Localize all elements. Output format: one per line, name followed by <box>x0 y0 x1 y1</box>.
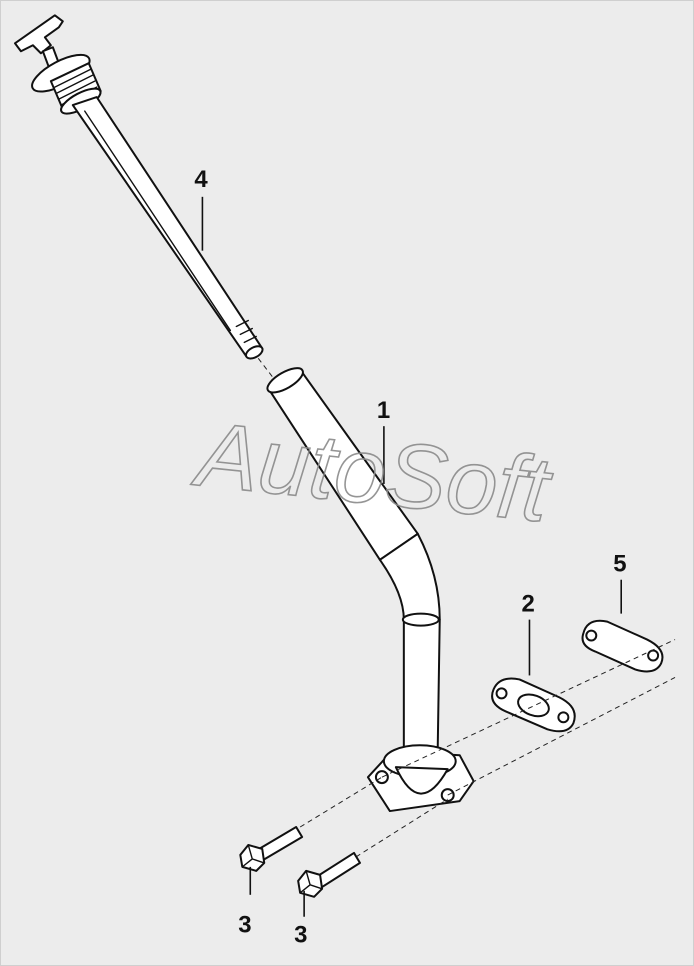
bolt-guide-line-left <box>299 776 383 828</box>
cover-plate-part[interactable] <box>581 619 664 673</box>
callout-3-left: 3 <box>238 912 251 939</box>
bolt-guide-line-right <box>355 798 448 858</box>
callout-5: 5 <box>613 551 626 578</box>
bolt-part-left[interactable] <box>239 826 304 872</box>
bolt-part-right[interactable] <box>297 851 361 898</box>
alignment-line-lower <box>447 676 676 796</box>
dipstick-part[interactable] <box>13 14 265 361</box>
callout-1: 1 <box>377 397 390 424</box>
gasket-part[interactable] <box>491 677 576 733</box>
callout-3-right: 3 <box>294 922 307 949</box>
callout-4: 4 <box>194 166 208 193</box>
dipstick-tube-part[interactable] <box>264 363 475 813</box>
alignment-line-upper <box>381 639 676 778</box>
callout-2: 2 <box>521 591 534 618</box>
autosoft-watermark: AutoSoft <box>188 403 557 542</box>
